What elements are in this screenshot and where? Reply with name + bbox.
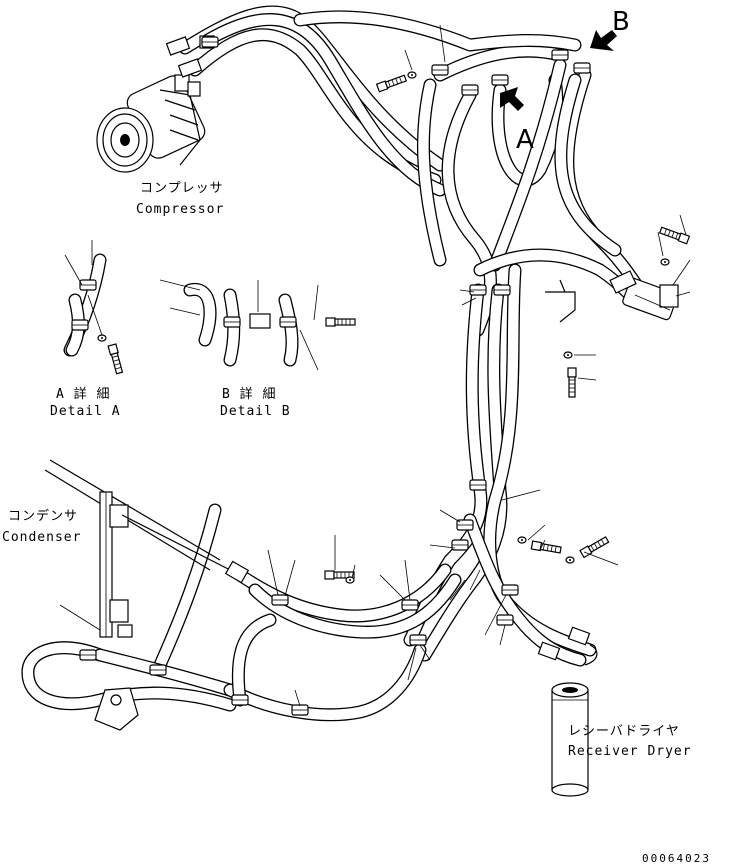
detail-b-view: B 詳 細 Detail B	[159, 279, 356, 419]
detail-a-jp-label: A 詳 細	[56, 386, 110, 402]
detail-a-en-label: Detail A	[50, 404, 121, 419]
leader-lines	[267, 24, 691, 707]
compressor-hoses	[178, 5, 647, 337]
drawing-code: 00064023	[642, 852, 711, 865]
condenser	[44, 459, 250, 638]
labels: コンプレッサ Compressor コンデンサ Condenser レシーバドラ…	[2, 181, 711, 865]
receiver-en-label: Receiver Dryer	[568, 744, 692, 759]
view-a-label: A	[516, 125, 534, 155]
compressor-en-label: Compressor	[136, 202, 224, 217]
view-arrow-b: B	[590, 7, 630, 51]
receiver-dryer	[551, 682, 589, 797]
detail-a-view: A 詳 細 Detail A	[50, 240, 124, 419]
detail-b-jp-label: B 詳 細	[222, 386, 276, 402]
detail-b-en-label: Detail B	[220, 404, 291, 419]
condenser-jp-label: コンデンサ	[8, 508, 78, 524]
compressor	[96, 35, 215, 173]
condenser-en-label: Condenser	[2, 530, 81, 545]
vertical-hose-trunk	[403, 263, 597, 667]
receiver-jp-label: レシーバドライヤ	[568, 724, 680, 739]
view-b-label: B	[612, 7, 630, 37]
right-fitting-block	[545, 270, 679, 398]
compressor-jp-label: コンプレッサ	[140, 181, 224, 196]
view-arrow-a: A	[500, 87, 534, 155]
mount-bracket	[94, 687, 139, 731]
lower-hoses	[21, 503, 462, 722]
